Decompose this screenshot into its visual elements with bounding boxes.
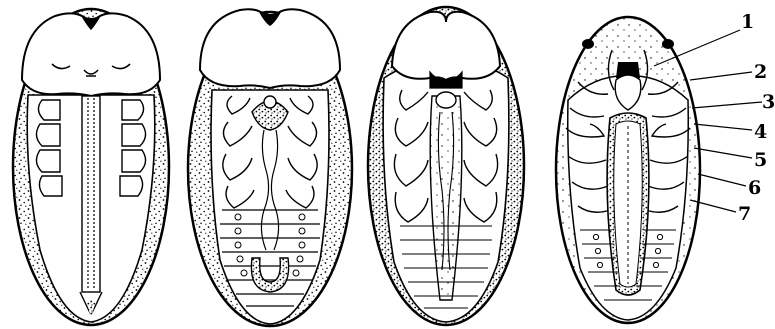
callout-label-5: 5	[754, 149, 767, 171]
callout-label-4: 4	[754, 121, 767, 143]
callout-line-4	[694, 124, 752, 130]
callout-line-6	[698, 174, 746, 186]
callout-line-3	[692, 102, 762, 108]
callout-label-7: 7	[738, 203, 751, 225]
embryo-panel-1	[13, 9, 169, 325]
callout-label-6: 6	[748, 177, 761, 199]
embryo-panel-2	[188, 9, 352, 326]
callout-label-1: 1	[741, 11, 754, 33]
callout-labels: 1 2 3 4 5 6 7	[738, 11, 775, 225]
callout-line-5	[694, 148, 752, 158]
callout-label-2: 2	[754, 61, 767, 83]
embryo-panel-4	[556, 17, 700, 323]
callout-label-3: 3	[762, 91, 775, 113]
callout-line-2	[690, 72, 752, 80]
embryo-panel-3	[368, 7, 524, 325]
